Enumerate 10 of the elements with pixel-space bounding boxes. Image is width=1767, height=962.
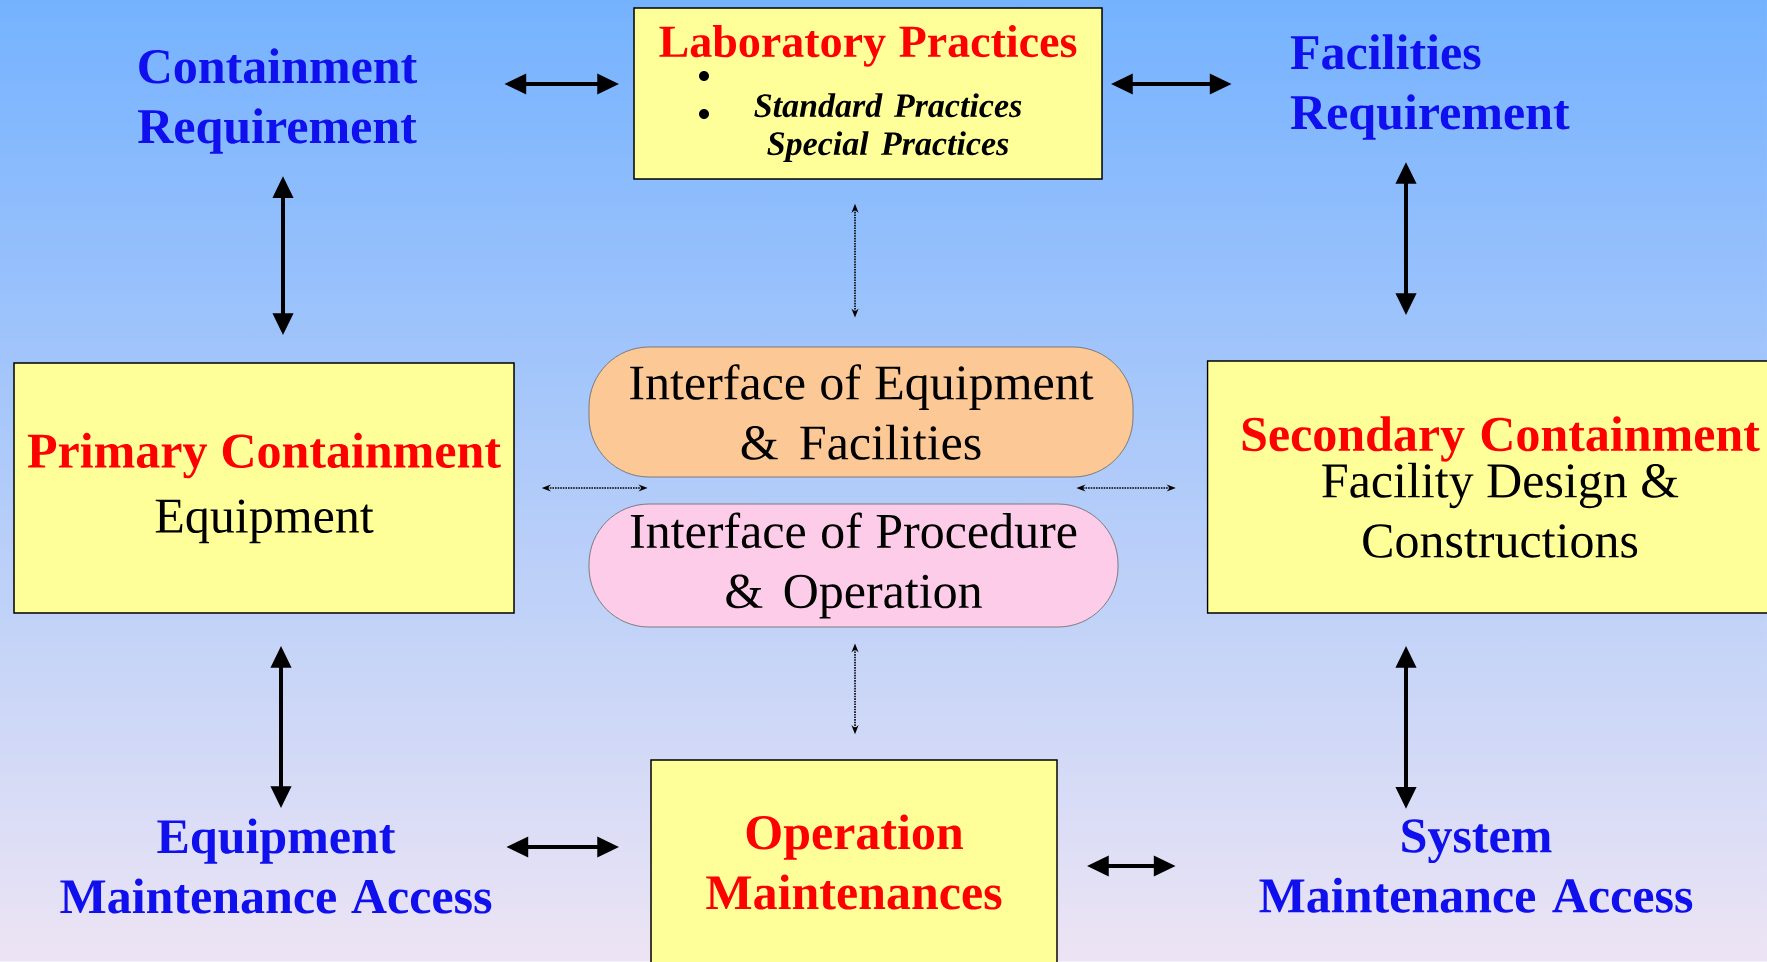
label-text: System Maintenance Access [1259, 819, 1693, 913]
process-box: Secondary Containment Facility Design & Constructions [1206, 360, 1767, 614]
interface-pill: Interface of Equipment & Facilities [588, 346, 1134, 478]
process-box: Operation Maintenances [650, 759, 1058, 962]
label-text: Facilities Requirement [1290, 34, 1570, 140]
process-box: Primary Containment Equipment [13, 362, 515, 614]
process-box: Laboratory Practices Standard Practices Special Practices [633, 7, 1103, 180]
label-text: Containment Requirement [138, 48, 418, 154]
label-text: Equipment Maintenance Access [60, 818, 492, 914]
interface-pill: Interface of Procedure & Operation [588, 503, 1119, 628]
